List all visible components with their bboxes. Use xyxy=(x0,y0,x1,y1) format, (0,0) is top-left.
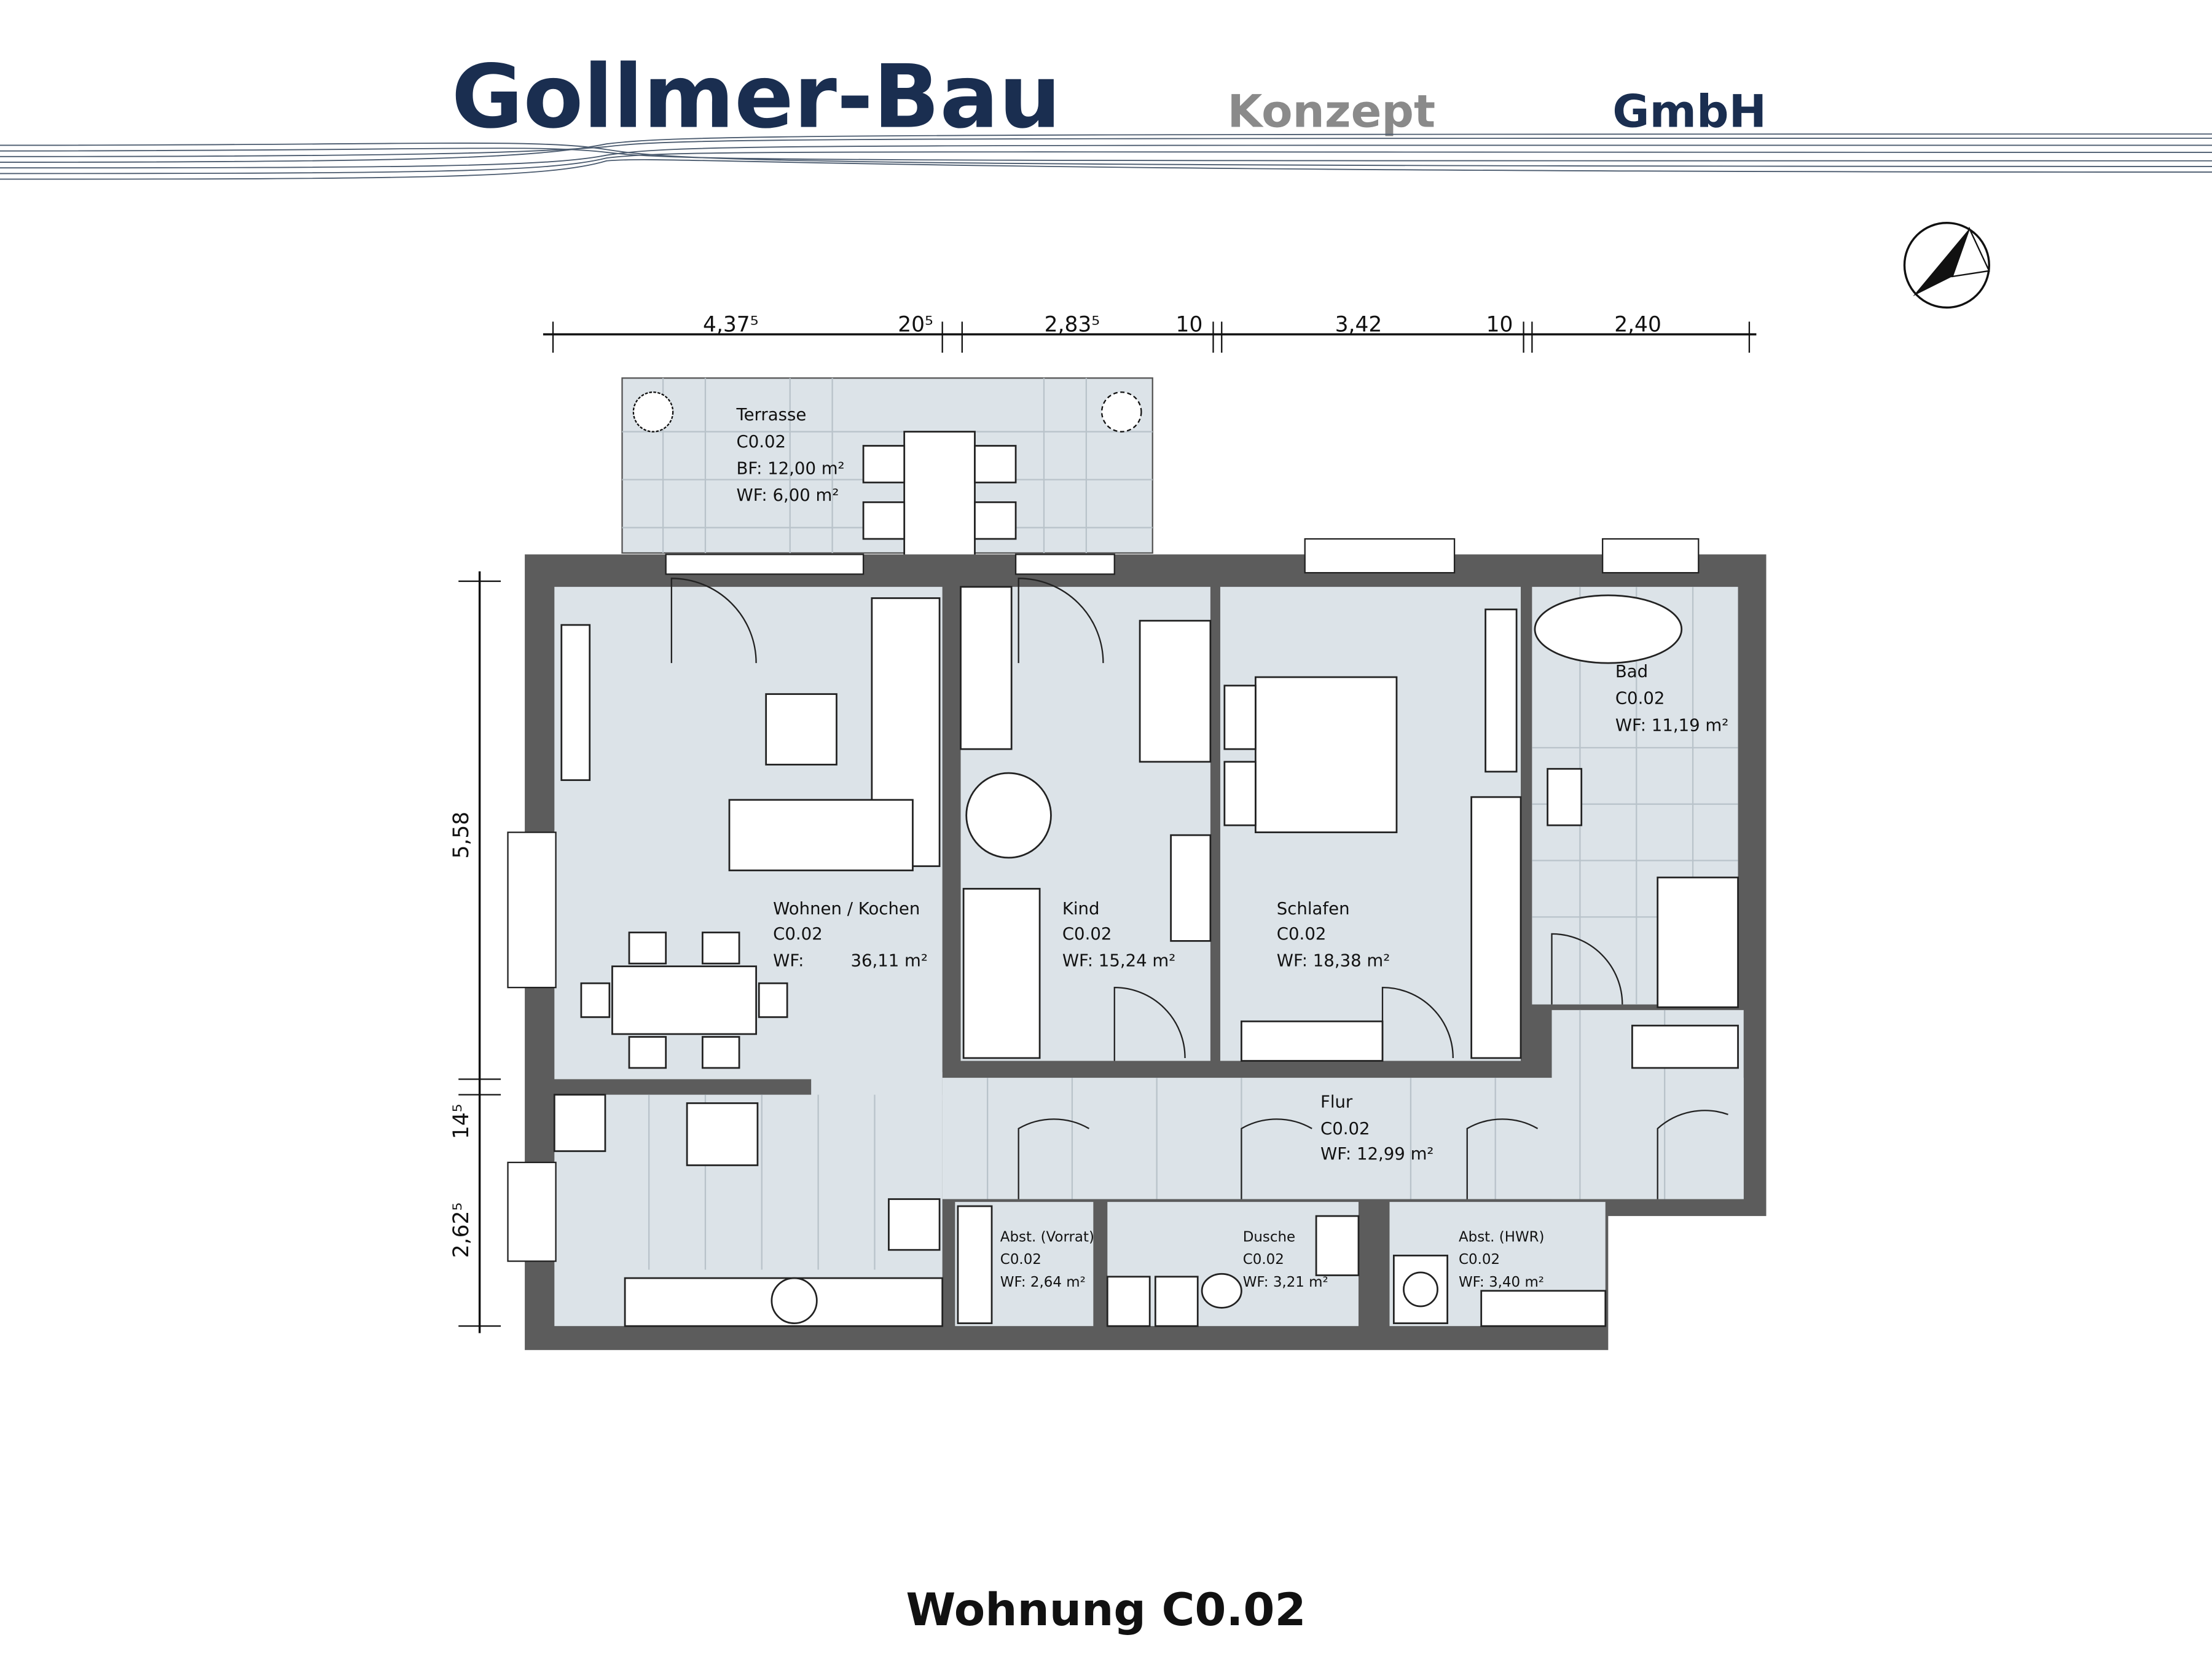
washbasin xyxy=(1547,767,1583,826)
dim-left-3: 2,62⁵ xyxy=(449,1202,474,1258)
header-swoosh-lines xyxy=(0,133,2212,180)
child-bed xyxy=(962,888,1041,1059)
washing-machine xyxy=(1392,1254,1448,1324)
svg-text:WF: 18,38 m²: WF: 18,38 m² xyxy=(1277,951,1390,971)
hwr-shelf xyxy=(1480,1290,1607,1327)
svg-text:Abst. (HWR): Abst. (HWR) xyxy=(1459,1229,1545,1245)
label-flur: Flur C0.02 WF: 12,99 m² xyxy=(1320,1092,1433,1164)
dim-left-1: 5,58 xyxy=(449,812,474,859)
svg-text:C0.02: C0.02 xyxy=(1320,1119,1370,1139)
svg-text:Abst. (Vorrat): Abst. (Vorrat) xyxy=(1000,1229,1094,1245)
shower-basin xyxy=(1315,1215,1360,1276)
apartment-title: Wohnung C0.02 xyxy=(906,1584,1306,1636)
double-bed xyxy=(1254,676,1398,833)
svg-text:Flur: Flur xyxy=(1320,1092,1353,1112)
svg-text:Kind: Kind xyxy=(1062,899,1100,919)
svg-text:Wohnen / Kochen: Wohnen / Kochen xyxy=(773,899,920,919)
plant-icon xyxy=(632,391,674,433)
svg-text:WF: 15,24 m²: WF: 15,24 m² xyxy=(1062,951,1175,971)
label-schlafen: Schlafen C0.02 WF: 18,38 m² xyxy=(1277,899,1390,971)
svg-text:C0.02: C0.02 xyxy=(1615,689,1665,708)
svg-text:C0.02: C0.02 xyxy=(1062,924,1112,944)
north-arrow-icon xyxy=(1903,222,1990,309)
dim-top-5: 3,42 xyxy=(1335,313,1382,337)
svg-text:C0.02: C0.02 xyxy=(773,924,823,944)
coffee-table xyxy=(765,693,837,766)
vorrat-shelf xyxy=(957,1205,993,1324)
svg-text:WF: 2,64 m²: WF: 2,64 m² xyxy=(1000,1274,1086,1290)
svg-text:36,11 m²: 36,11 m² xyxy=(850,951,928,971)
dim-top-4: 10 xyxy=(1176,313,1203,337)
company-gmbh: GmbH xyxy=(1612,86,1767,138)
tv-board xyxy=(560,624,591,782)
label-kind: Kind C0.02 WF: 15,24 m² xyxy=(1062,899,1175,971)
company-name: Gollmer-Bau xyxy=(452,46,1061,148)
shower-tray xyxy=(1657,876,1739,1008)
company-konzept: Konzept xyxy=(1227,86,1435,138)
svg-text:C0.02: C0.02 xyxy=(1243,1252,1284,1268)
svg-text:WF: 6,00 m²: WF: 6,00 m² xyxy=(736,485,839,505)
label-hwr: Abst. (HWR) C0.02 WF: 3,40 m² xyxy=(1459,1229,1545,1290)
svg-text:WF:: WF: xyxy=(773,951,804,971)
svg-text:Terrasse: Terrasse xyxy=(735,405,806,425)
dresser xyxy=(1241,1020,1384,1062)
svg-text:WF: 3,21 m²: WF: 3,21 m² xyxy=(1243,1274,1328,1290)
sofa xyxy=(728,799,914,871)
dimension-chain-top xyxy=(543,321,1757,353)
label-vorrat: Abst. (Vorrat) C0.02 WF: 2,64 m² xyxy=(1000,1229,1094,1290)
fridge xyxy=(888,1198,941,1251)
svg-text:C0.02: C0.02 xyxy=(1459,1252,1500,1268)
svg-text:C0.02: C0.02 xyxy=(736,432,786,452)
svg-text:WF: 11,19 m²: WF: 11,19 m² xyxy=(1615,715,1728,735)
shelf xyxy=(1170,834,1212,942)
dim-top-1: 4,37⁵ xyxy=(703,313,758,337)
label-bad: Bad C0.02 WF: 11,19 m² xyxy=(1615,662,1728,735)
wardrobe xyxy=(960,586,1013,750)
svg-text:C0.02: C0.02 xyxy=(1000,1252,1041,1268)
windows xyxy=(507,538,1700,1262)
dining-table xyxy=(611,965,757,1035)
dim-top-6: 10 xyxy=(1486,313,1513,337)
svg-text:WF: 12,99 m²: WF: 12,99 m² xyxy=(1320,1144,1433,1164)
label-dusche: Dusche C0.02 WF: 3,21 m² xyxy=(1243,1229,1328,1290)
doors xyxy=(670,578,1728,1199)
kitchen-table xyxy=(686,1102,759,1166)
toilet xyxy=(1201,1273,1242,1309)
dim-top-3: 2,83⁵ xyxy=(1045,313,1100,337)
dim-top-7: 2,40 xyxy=(1614,313,1661,337)
svg-text:WF: 3,40 m²: WF: 3,40 m² xyxy=(1459,1274,1544,1290)
svg-text:BF: 12,00 m²: BF: 12,00 m² xyxy=(736,458,844,478)
bath-shelf xyxy=(1631,1024,1739,1069)
dim-top-2: 20⁵ xyxy=(898,313,933,337)
dim-left-2: 14⁵ xyxy=(449,1104,474,1139)
rug xyxy=(965,772,1052,859)
bedroom-wardrobe xyxy=(1470,796,1522,1059)
terrace xyxy=(621,377,1153,557)
svg-text:Dusche: Dusche xyxy=(1243,1229,1295,1245)
svg-text:Schlafen: Schlafen xyxy=(1277,899,1350,919)
desk xyxy=(1139,619,1212,763)
dimension-chain-left xyxy=(458,571,501,1333)
label-terrasse: Terrasse C0.02 BF: 12,00 m² WF: 6,00 m² xyxy=(735,405,844,505)
furniture xyxy=(553,586,1739,1327)
svg-text:Bad: Bad xyxy=(1615,662,1648,681)
terrace-table xyxy=(903,431,976,557)
label-wohnen: Wohnen / Kochen C0.02 WF: 36,11 m² xyxy=(773,899,928,971)
header: Gollmer-Bau Konzept GmbH xyxy=(0,46,2212,180)
plant-icon xyxy=(1100,391,1142,433)
svg-text:C0.02: C0.02 xyxy=(1277,924,1327,944)
bathtub xyxy=(1534,594,1683,664)
